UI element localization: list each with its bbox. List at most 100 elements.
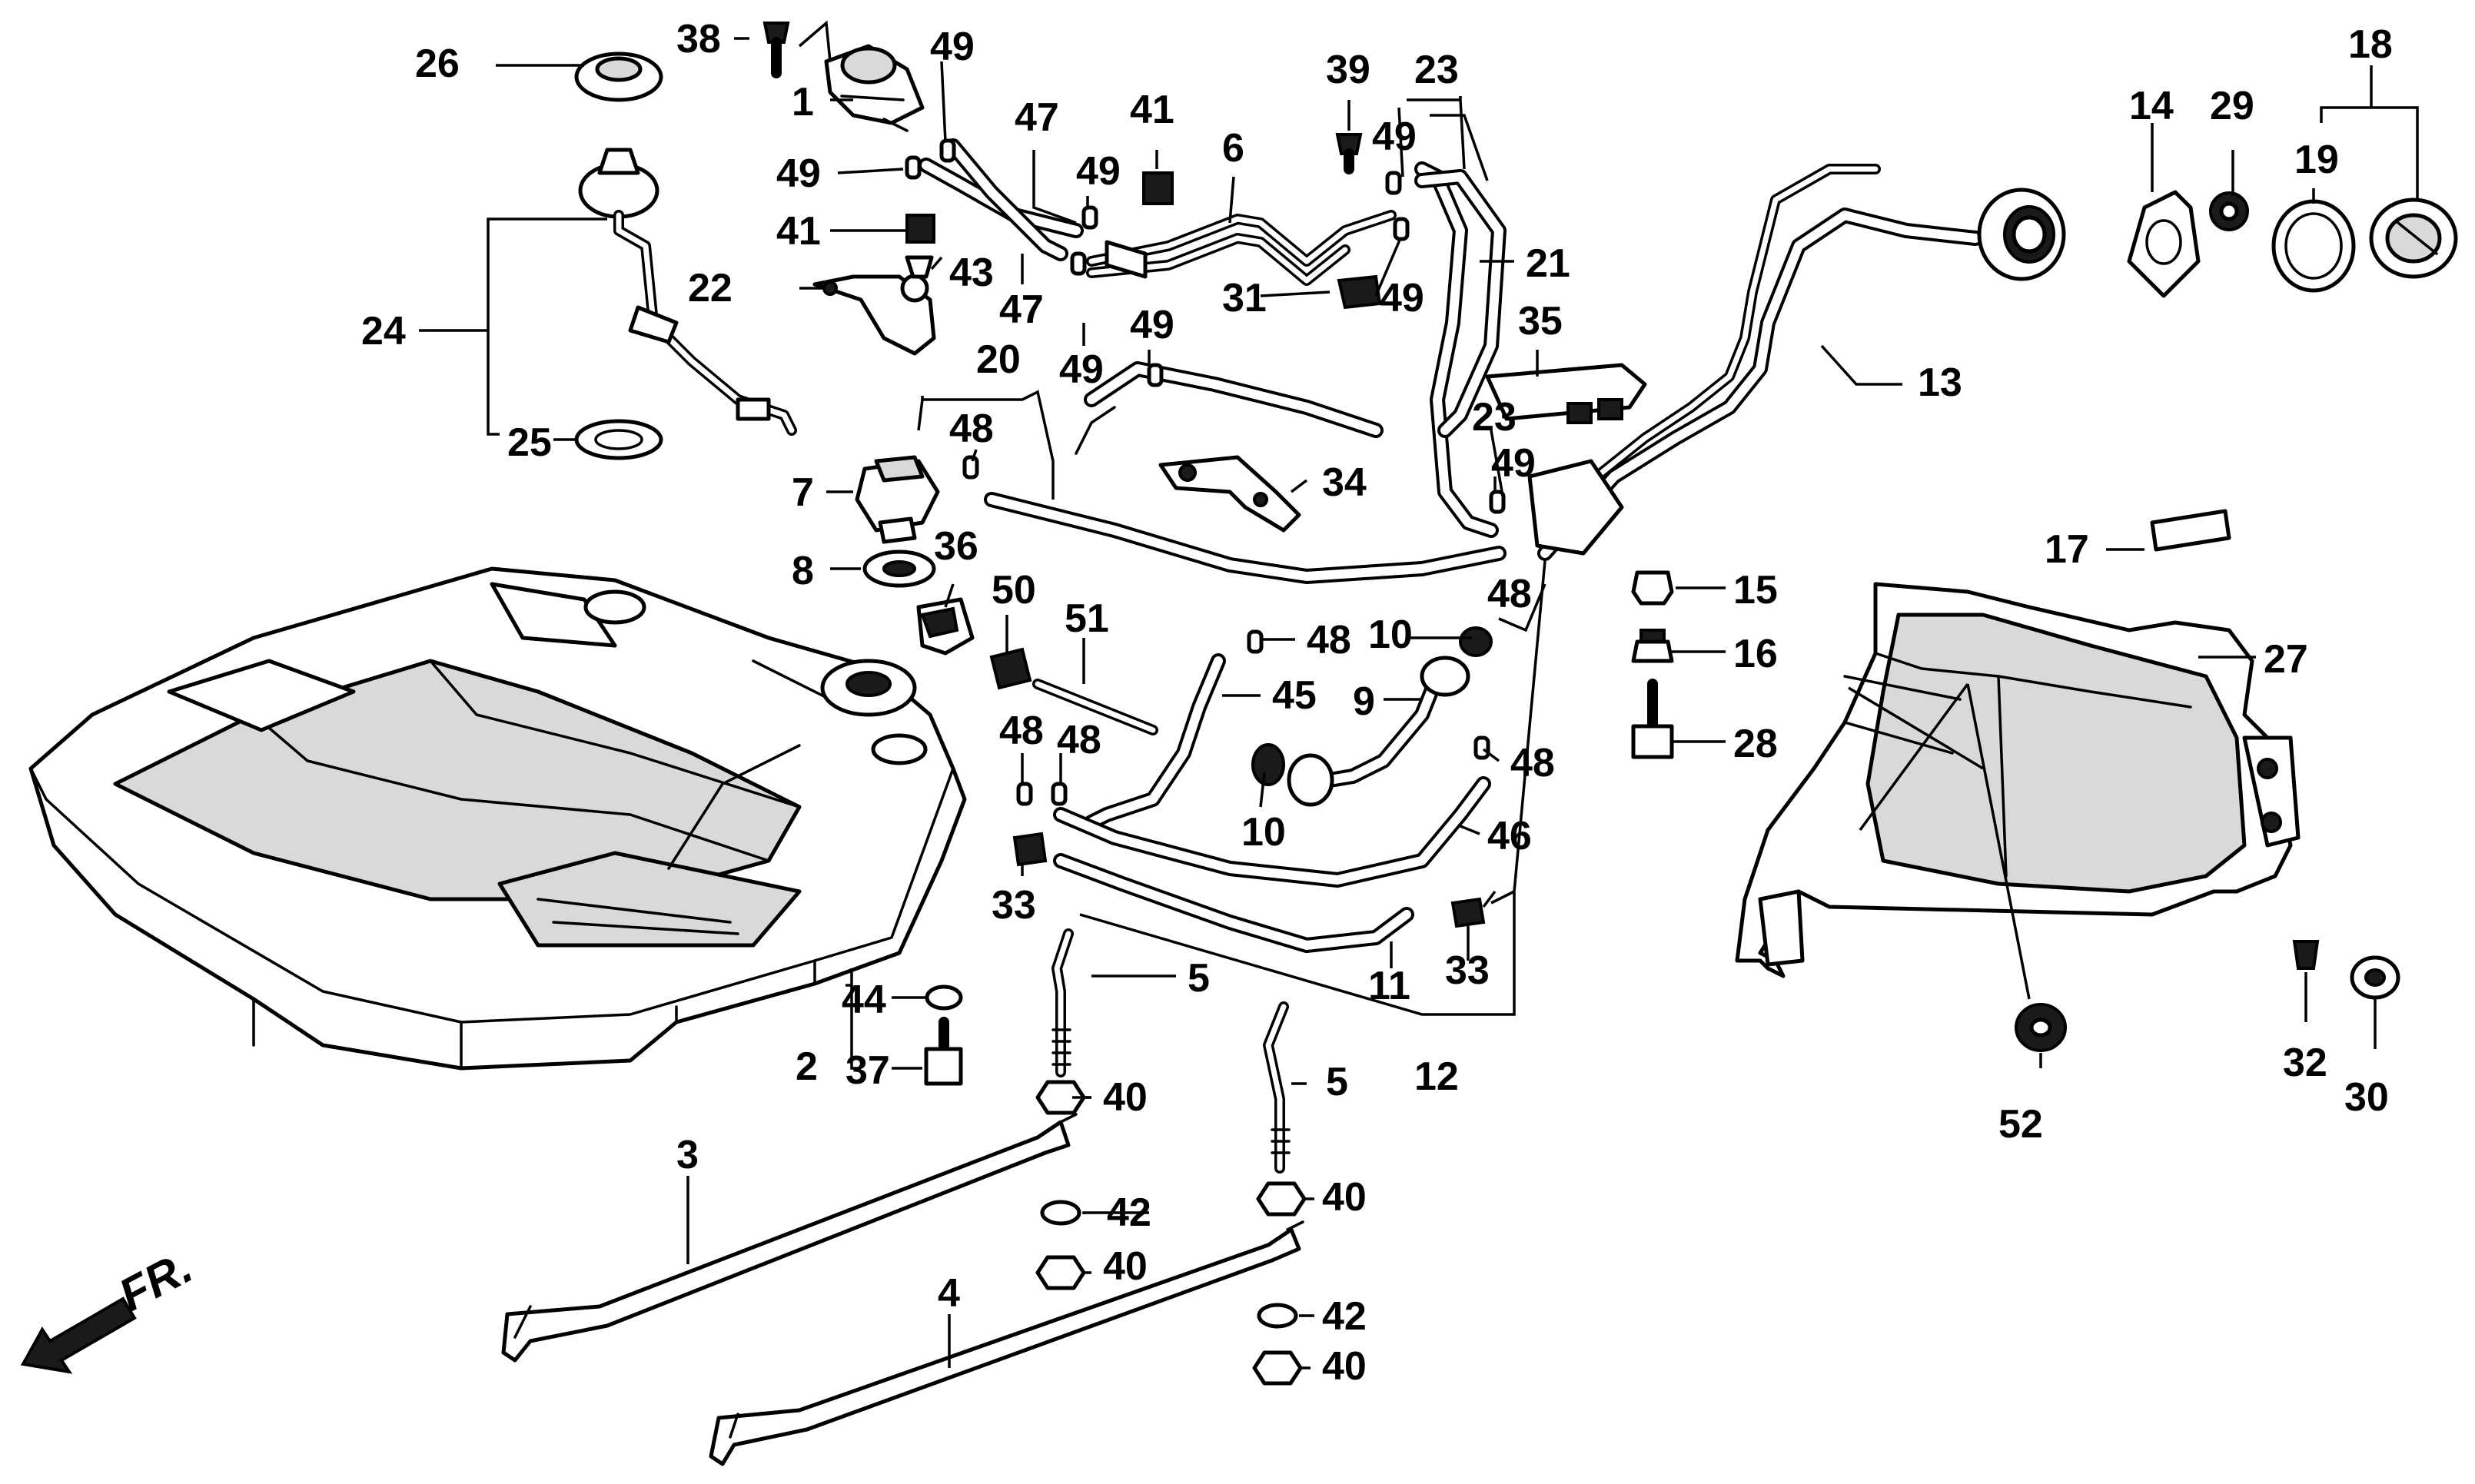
screw-30 bbox=[2350, 955, 2400, 1000]
callout-47-b: 47 bbox=[999, 287, 1044, 332]
callout-48-c: 48 bbox=[1307, 618, 1351, 662]
bolt-5-front bbox=[1051, 928, 1074, 1077]
hose-45 bbox=[1084, 653, 1226, 830]
leader-lines bbox=[419, 20, 2419, 1369]
shield-27 bbox=[1735, 582, 2301, 978]
nut-44 bbox=[925, 984, 963, 1011]
callout-48-e: 48 bbox=[1057, 718, 1101, 762]
callout-49-h: 49 bbox=[1491, 441, 1536, 486]
packing-25 bbox=[574, 419, 663, 460]
grommet-41-left bbox=[905, 214, 935, 244]
callout-47-a: 47 bbox=[1015, 95, 1059, 140]
callout-14: 14 bbox=[2129, 84, 2174, 128]
bolt-15 bbox=[1631, 570, 1674, 606]
callout-49-c: 49 bbox=[776, 151, 821, 196]
screw-38 bbox=[762, 22, 790, 78]
callout-5-b: 5 bbox=[1326, 1060, 1348, 1104]
tank-strap-4 bbox=[709, 1220, 1304, 1466]
filler-cap-18 bbox=[2369, 198, 2458, 279]
callout-21: 21 bbox=[1526, 241, 1570, 286]
callout-48-f: 48 bbox=[1510, 741, 1555, 785]
callout-25: 25 bbox=[507, 420, 552, 465]
clamp-10 bbox=[1251, 626, 1493, 786]
callout-7: 7 bbox=[792, 470, 814, 515]
callout-49-d: 49 bbox=[1076, 149, 1121, 194]
callout-44: 44 bbox=[842, 978, 886, 1022]
callout-28: 28 bbox=[1733, 722, 1778, 766]
pipe-6 bbox=[1086, 210, 1397, 286]
callout-27: 27 bbox=[2264, 637, 2308, 682]
callout-49-f: 49 bbox=[1380, 276, 1424, 320]
callout-31: 31 bbox=[1222, 276, 1267, 320]
callout-51: 51 bbox=[1065, 596, 1109, 641]
hose-11 bbox=[1053, 853, 1414, 953]
clamps-48-49 bbox=[905, 138, 1506, 806]
callout-17: 17 bbox=[2045, 527, 2089, 572]
callout-43: 43 bbox=[949, 251, 994, 295]
callout-8: 8 bbox=[792, 549, 814, 593]
clip-32 bbox=[2292, 940, 2320, 970]
valve-7 bbox=[855, 455, 940, 544]
callout-40-a: 40 bbox=[1103, 1075, 1148, 1120]
callout-9: 9 bbox=[1353, 679, 1375, 724]
callout-42-a: 42 bbox=[1107, 1190, 1151, 1235]
callout-38: 38 bbox=[676, 17, 721, 61]
callout-34: 34 bbox=[1322, 460, 1367, 505]
screw-39 bbox=[1335, 133, 1363, 174]
callout-18: 18 bbox=[2348, 22, 2393, 67]
callout-11: 11 bbox=[1368, 964, 1410, 1008]
callout-40-c: 40 bbox=[1103, 1244, 1148, 1289]
bolt-37 bbox=[924, 1017, 963, 1086]
gasket-19 bbox=[2271, 199, 2356, 293]
grommet-41-center bbox=[1142, 171, 1174, 205]
callout-49-b: 49 bbox=[1372, 115, 1417, 159]
bolt-5-rear bbox=[1263, 1001, 1291, 1174]
callout-3: 3 bbox=[676, 1133, 699, 1177]
cap-26 bbox=[574, 51, 663, 102]
callout-labels: 26 38 1 49 47 41 6 39 23 49 49 49 41 43 … bbox=[111, 17, 2393, 1389]
nuts-and-washers bbox=[1035, 1080, 1307, 1386]
tank-strap-3 bbox=[501, 1113, 1078, 1363]
fuel-pump-unit bbox=[824, 44, 925, 132]
callout-40-b: 40 bbox=[1322, 1175, 1367, 1220]
callout-20: 20 bbox=[976, 337, 1021, 382]
callout-35: 35 bbox=[1518, 299, 1563, 344]
bracket-34 bbox=[1158, 455, 1301, 533]
clip-43 bbox=[905, 255, 934, 279]
callout-37: 37 bbox=[845, 1048, 890, 1093]
callout-33-b: 33 bbox=[1445, 948, 1490, 993]
hose-21 bbox=[1414, 161, 1507, 538]
bracket-35 bbox=[1485, 363, 1647, 424]
callout-33-a: 33 bbox=[992, 883, 1036, 928]
callout-41-a: 41 bbox=[1130, 88, 1174, 132]
callout-41-b: 41 bbox=[776, 209, 821, 254]
nut-52 bbox=[2015, 1003, 2067, 1052]
hose-with-clamp-49 bbox=[1075, 361, 1384, 455]
callout-46: 46 bbox=[1487, 814, 1532, 858]
callout-23-a: 23 bbox=[1414, 48, 1459, 92]
cap-36 bbox=[916, 597, 975, 656]
hose-9 bbox=[1287, 656, 1470, 807]
bolt-16 bbox=[1631, 629, 1674, 663]
callout-19: 19 bbox=[2294, 138, 2339, 182]
callout-40-d: 40 bbox=[1322, 1344, 1367, 1389]
callout-32: 32 bbox=[2283, 1041, 2327, 1085]
callout-36: 36 bbox=[934, 524, 978, 569]
callout-16: 16 bbox=[1733, 632, 1778, 676]
callout-42-b: 42 bbox=[1322, 1294, 1367, 1339]
callout-6: 6 bbox=[1222, 126, 1244, 171]
fuel-gauge-sending-unit bbox=[578, 148, 797, 436]
plate-17 bbox=[2150, 509, 2231, 552]
callout-12: 12 bbox=[1414, 1054, 1459, 1099]
callout-26: 26 bbox=[415, 41, 460, 86]
clip-33 bbox=[1012, 832, 1486, 928]
hose-47 bbox=[919, 138, 1084, 261]
callout-50: 50 bbox=[992, 568, 1036, 613]
nut-29 bbox=[2209, 191, 2249, 231]
fuel-filler-pipe-13 bbox=[1527, 164, 2066, 561]
callout-49-g: 49 bbox=[1130, 303, 1174, 347]
hose-46 bbox=[1053, 776, 1491, 888]
front-direction-arrow bbox=[20, 1296, 137, 1374]
callout-52: 52 bbox=[1998, 1102, 2043, 1147]
callout-22: 22 bbox=[688, 266, 733, 310]
